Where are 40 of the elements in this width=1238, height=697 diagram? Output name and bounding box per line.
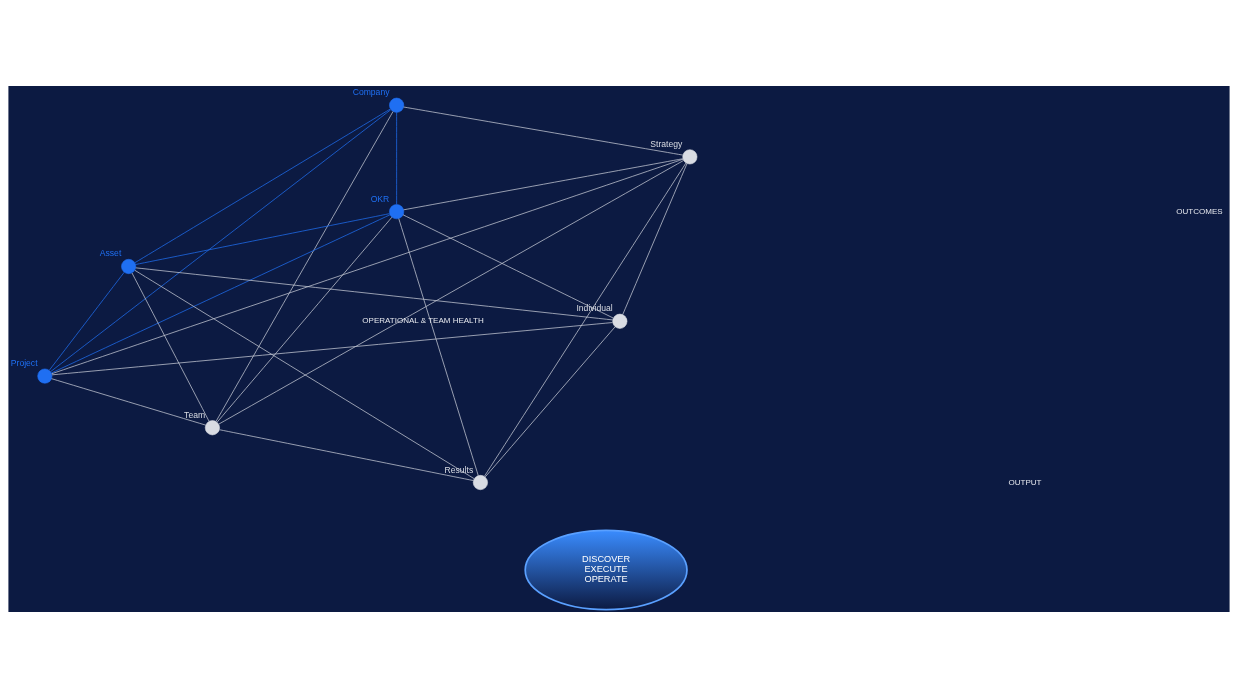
connector <box>135 266 614 320</box>
connector <box>403 106 684 155</box>
node-circle <box>37 368 53 384</box>
connector <box>49 271 125 370</box>
node-label: Asset <box>99 247 122 258</box>
connector <box>216 216 393 423</box>
node-label: OKR <box>370 193 390 204</box>
connector <box>51 321 613 375</box>
connector <box>134 269 475 479</box>
node-circle <box>121 258 137 274</box>
node-circle <box>612 313 628 329</box>
node-label: Project <box>10 357 38 368</box>
connector <box>219 428 474 481</box>
connector <box>135 212 390 265</box>
connector <box>51 213 391 373</box>
node-circle <box>472 474 488 490</box>
node-circle <box>682 148 698 164</box>
node-label: Individual <box>576 302 613 313</box>
connector <box>218 159 684 424</box>
node-label: Team <box>184 409 206 420</box>
connector <box>131 272 210 422</box>
connector <box>484 325 616 477</box>
node-label: Strategy <box>650 138 683 149</box>
connector <box>622 162 688 315</box>
connector <box>398 217 479 476</box>
connector <box>403 157 684 210</box>
connector <box>134 108 391 263</box>
node-ellipse: DISCOVER EXECUTE OPERATE <box>524 528 688 610</box>
node-circle <box>389 203 405 219</box>
node-circle <box>389 97 405 113</box>
node-label: Results <box>444 464 474 474</box>
connector <box>215 110 394 422</box>
connector <box>484 162 687 477</box>
connector <box>51 377 206 425</box>
connector <box>51 158 684 374</box>
connector <box>396 111 397 205</box>
node-label: Company <box>352 86 390 97</box>
connector <box>50 108 392 372</box>
connector <box>402 213 614 318</box>
node-circle <box>204 419 220 435</box>
